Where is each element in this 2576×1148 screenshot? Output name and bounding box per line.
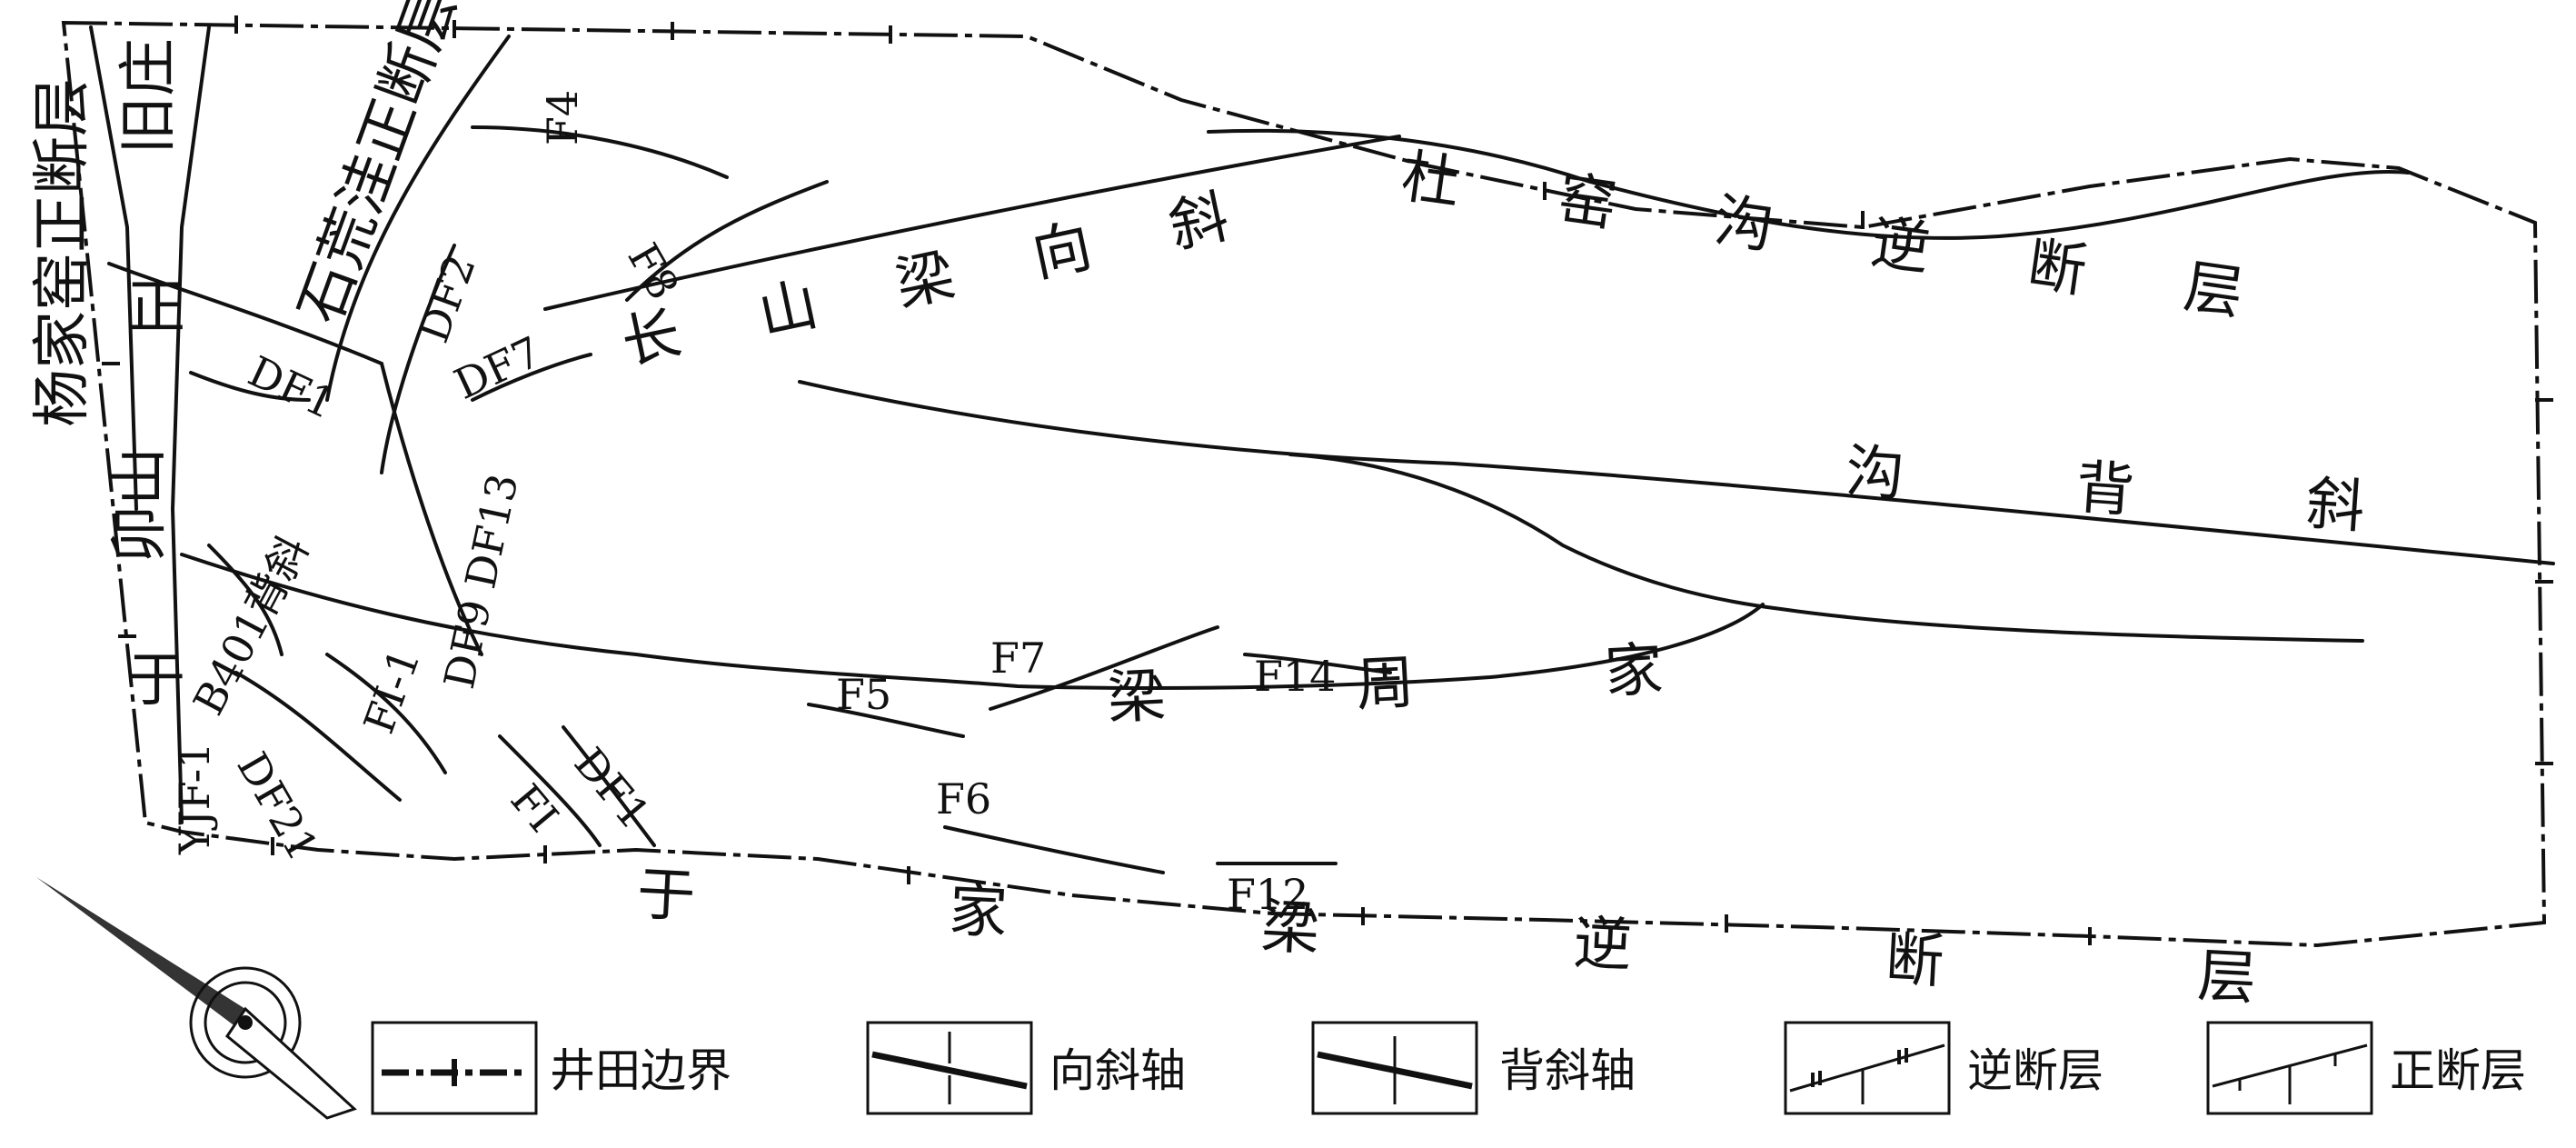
north-arrow-icon [36,877,357,1120]
label-f12: F12 [1227,870,1308,919]
legend-item-normal-fault: 正断层 [2206,1021,2526,1115]
label-fi: FI [502,774,569,841]
legend-label-boundary: 井田边界 [550,1044,731,1097]
label-yjf1: YJF-1 [170,743,219,855]
label-f5: F5 [836,670,891,719]
label-df2: DF2 [409,248,485,349]
structure-lines [89,25,2555,874]
label-jiuzhuang: 旧庄 [115,38,183,155]
legend-item-syncline: 向斜轴 [866,1021,1186,1115]
label-fi1: FI-1 [354,642,430,740]
legend-label-reverse-fault: 逆断层 [1967,1044,2104,1097]
map-labels: 杨家窑正断层 石荒洼正断层 正 旧庄 卯山 B401背斜 于 DF1 DF2 D… [29,0,2539,1026]
label-f14: F14 [1254,652,1336,701]
label-changshanliang-syncline: 长山梁向斜 [616,166,1315,377]
label-f6: F6 [936,774,991,824]
label-b401: B401背斜 [184,528,318,723]
label-df1-south: DF1 [565,738,660,838]
label-df1: DF1 [241,346,343,428]
label-yu: 于 [127,647,185,714]
label-qiumogou-anticline: 沟背斜 [1844,438,2539,554]
label-maoshan: 卯山 [106,447,174,564]
label-duyaogou-fault: 杜窑沟逆断层 [1397,144,2346,343]
legend-label-syncline: 向斜轴 [1049,1044,1186,1097]
label-f4: F4 [538,90,587,145]
legend-label-normal-fault: 正断层 [2390,1044,2526,1097]
label-df7: DF7 [447,327,549,409]
legend-label-anticline: 背斜轴 [1499,1044,1636,1097]
label-df21: DF21 [227,744,327,869]
legend-item-anticline: 背斜轴 [1311,1021,1636,1115]
label-yangjiayao-fault: 杨家窑正断层 [29,78,96,427]
legend-item-boundary: 井田边界 [371,1021,731,1115]
label-f7: F7 [990,634,1046,683]
legend-item-reverse-fault: 逆断层 [1784,1021,2104,1115]
label-zheng: 正 [127,275,185,342]
label-yujialiang-fault: 于家梁逆断层 [635,861,2511,1026]
legend: 井田边界 向斜轴 背斜轴 逆断层 [371,1021,2526,1115]
mine-field-boundary [61,15,2553,948]
label-zhoujialiang: 梁周家 [1106,626,1855,733]
